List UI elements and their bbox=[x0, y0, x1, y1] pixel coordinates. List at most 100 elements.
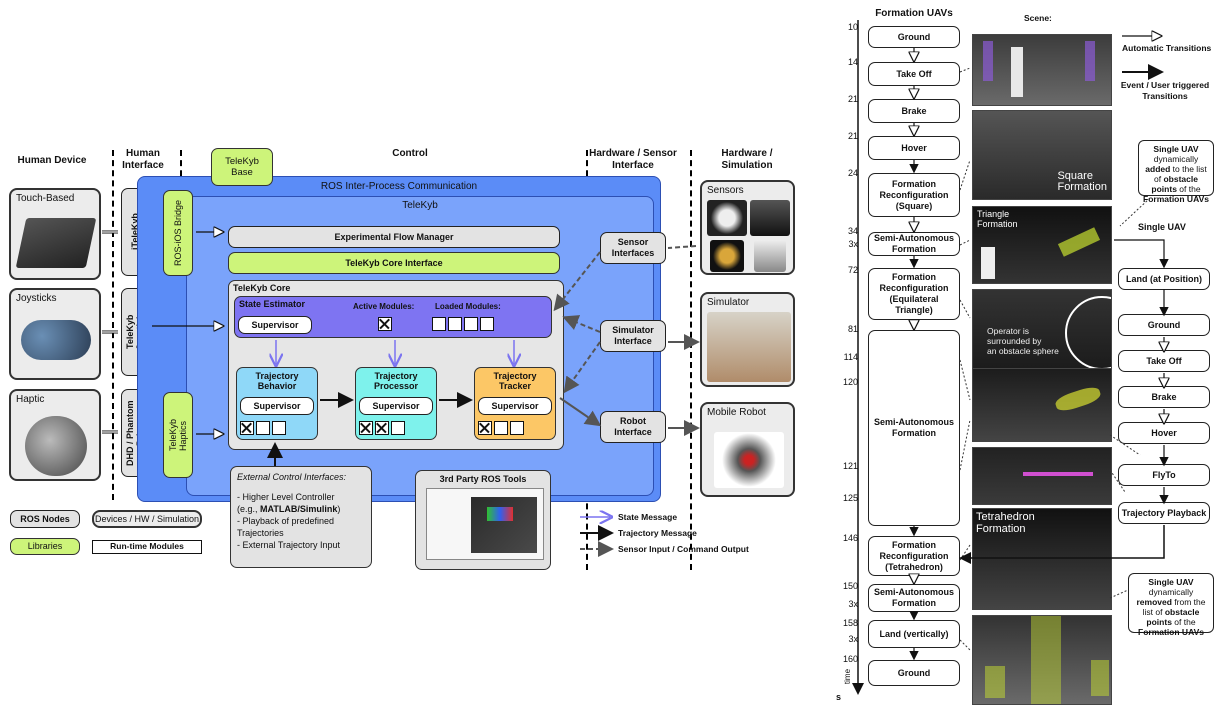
time-tick: 24 bbox=[847, 168, 858, 178]
core-interface: TeleKyb Core Interface bbox=[228, 252, 560, 274]
scene-title: Scene: bbox=[1024, 13, 1052, 23]
external-line4: Trajectories bbox=[237, 528, 284, 538]
tt-modules bbox=[478, 421, 526, 440]
loaded-modules-label: Loaded Modules: bbox=[435, 302, 501, 311]
separator-1 bbox=[112, 150, 114, 500]
scene-triangle-label: Triangle Formation bbox=[977, 209, 1018, 229]
external-line5: - External Trajectory Input bbox=[237, 540, 341, 550]
tt-supervisor: Supervisor bbox=[478, 397, 552, 415]
module-icon bbox=[240, 421, 254, 435]
col-hw-sensor: Hardware / Sensor Interface bbox=[589, 148, 677, 171]
time-tick: 21 bbox=[847, 94, 858, 104]
module-icon bbox=[510, 421, 524, 435]
col-control: Control bbox=[392, 148, 428, 159]
formation-step: Brake bbox=[868, 99, 960, 123]
time-tick: 3x bbox=[848, 599, 858, 609]
time-tick: 14 bbox=[847, 57, 858, 67]
formation-step: Semi-Autonomous Formation bbox=[868, 584, 960, 612]
flow-manager: Experimental Flow Manager bbox=[228, 226, 560, 248]
formation-step: Formation Reconfiguration (Tetrahedron) bbox=[868, 536, 960, 576]
external-line3: - Playback of predefined bbox=[237, 516, 335, 526]
tp-supervisor: Supervisor bbox=[359, 397, 433, 415]
simulator-image bbox=[707, 312, 791, 382]
formation-step: Formation Reconfiguration (Equilateral T… bbox=[868, 268, 960, 320]
separator-4 bbox=[690, 150, 692, 570]
scene-operator: Operator is surrounded by an obstacle sp… bbox=[972, 289, 1112, 369]
time-tick: 81 bbox=[847, 324, 858, 334]
scene-playback bbox=[972, 447, 1112, 505]
device-haptic-label: Haptic bbox=[16, 394, 45, 405]
third-party-box: 3rd Party ROS Tools bbox=[415, 470, 551, 570]
module-icon bbox=[448, 317, 462, 331]
legend-state-msg: State Message bbox=[618, 512, 678, 522]
state-estimator-title: State Estimator bbox=[239, 299, 306, 309]
legend-ros-nodes: ROS Nodes bbox=[10, 510, 80, 528]
legend-event: Event / User triggered Transitions bbox=[1120, 80, 1210, 101]
core-title: TeleKyb Core bbox=[233, 283, 291, 293]
se-supervisor: Supervisor bbox=[238, 316, 312, 334]
formation-step: Ground bbox=[868, 26, 960, 48]
legend-devices: Devices / HW / Simulation bbox=[92, 510, 202, 528]
external-title: External Control Interfaces: bbox=[237, 472, 347, 482]
formation-step: Land (vertically) bbox=[868, 620, 960, 648]
time-tick: 114 bbox=[843, 352, 858, 362]
traj-behavior-title: Trajectory Behavior bbox=[255, 371, 299, 391]
time-tick: 120 bbox=[842, 377, 858, 387]
device-touch: Touch-Based bbox=[9, 188, 101, 280]
module-icon bbox=[391, 421, 405, 435]
time-tick: 3x bbox=[848, 634, 858, 644]
module-icon bbox=[375, 421, 389, 435]
se-loaded-modules bbox=[432, 317, 496, 336]
se-active-module bbox=[378, 317, 394, 336]
time-tick: 72 bbox=[847, 265, 858, 275]
formation-step: Formation Reconfiguration (Square) bbox=[868, 173, 960, 217]
single-uav-title: Single UAV bbox=[1138, 222, 1186, 232]
scene-tetrahedron: Tetrahedron Formation bbox=[972, 508, 1112, 610]
camera-image bbox=[707, 200, 747, 236]
mobile-robot-label: Mobile Robot bbox=[707, 407, 766, 418]
telekyb-base: TeleKyb Base bbox=[211, 148, 273, 186]
time-tick: 158 bbox=[842, 618, 858, 628]
external-line2: (e.g., MATLAB/Simulink) bbox=[237, 504, 341, 514]
time-tick: 10 bbox=[847, 22, 858, 32]
time-tick: 150 bbox=[842, 581, 858, 591]
module-icon bbox=[478, 421, 492, 435]
external-control-box: External Control Interfaces: - Higher Le… bbox=[230, 466, 372, 568]
sensor-image bbox=[754, 240, 786, 272]
device-touch-label: Touch-Based bbox=[16, 193, 75, 204]
time-tick: 21 bbox=[847, 131, 858, 141]
tp-modules bbox=[359, 421, 407, 440]
scene-flyto bbox=[972, 368, 1112, 442]
module-icon bbox=[272, 421, 286, 435]
device-haptic: Haptic bbox=[9, 389, 101, 481]
robot-interface: Robot Interface bbox=[600, 411, 666, 443]
haptic-image bbox=[25, 416, 87, 476]
formation-step: Take Off bbox=[868, 62, 960, 86]
legend-libraries: Libraries bbox=[10, 538, 80, 555]
active-modules-label: Active Modules: bbox=[353, 302, 415, 311]
time-tick: 3x bbox=[848, 239, 858, 249]
scene-land bbox=[972, 615, 1112, 705]
scene-square-label: Square Formation bbox=[1057, 170, 1107, 193]
formation-step: Ground bbox=[868, 660, 960, 686]
col-human-device: Human Device bbox=[17, 155, 87, 166]
formation-step: Semi-Autonomous Formation bbox=[868, 330, 960, 526]
tb-modules bbox=[240, 421, 288, 440]
device-joysticks: Joysticks bbox=[9, 288, 101, 380]
telekyb-label: TeleKyb bbox=[402, 200, 438, 211]
module-icon bbox=[480, 317, 494, 331]
legend-runtime: Run-time Modules bbox=[92, 540, 202, 554]
rviz-screenshot bbox=[426, 488, 544, 560]
sensor-interfaces: Sensor Interfaces bbox=[600, 232, 666, 264]
simulator-label: Simulator bbox=[707, 297, 750, 308]
scene-takeoff bbox=[972, 34, 1112, 106]
sensors-label: Sensors bbox=[707, 185, 744, 196]
third-party-title: 3rd Party ROS Tools bbox=[439, 474, 527, 484]
legend-traj-msg: Trajectory Message bbox=[618, 528, 697, 538]
module-icon bbox=[378, 317, 392, 331]
module-icon bbox=[494, 421, 508, 435]
ros-ipc-label: ROS Inter-Process Communication bbox=[320, 181, 478, 192]
mobile-robot-box: Mobile Robot bbox=[700, 402, 795, 497]
module-icon bbox=[464, 317, 478, 331]
